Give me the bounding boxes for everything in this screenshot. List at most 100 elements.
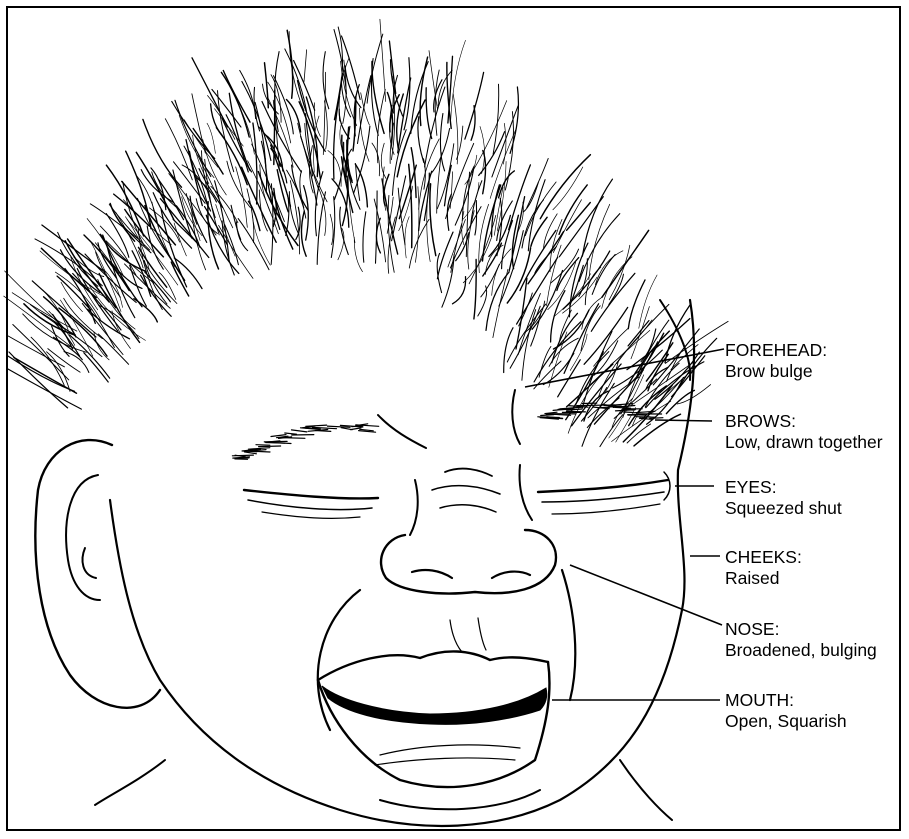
hair-stroke <box>677 385 710 404</box>
brow-stroke <box>615 407 630 408</box>
hair-stroke <box>84 353 108 382</box>
brow-stroke <box>633 411 655 413</box>
tongue-lines <box>375 745 520 765</box>
hair-stroke <box>354 237 362 271</box>
annotation-desc: Open, Squarish <box>725 711 847 732</box>
hair-stroke <box>376 191 378 263</box>
annotation-label: BROWS: <box>725 411 883 432</box>
hair-stroke <box>553 167 583 210</box>
hair-stroke <box>589 330 650 385</box>
hair-stroke <box>409 164 412 247</box>
right-eye-crease <box>542 492 664 502</box>
leader-lines <box>525 349 724 700</box>
hair-stroke <box>271 184 273 265</box>
hair-stroke <box>381 143 386 178</box>
hair-stroke <box>287 30 292 98</box>
hair-stroke <box>304 50 307 82</box>
hair-stroke <box>437 253 441 292</box>
annotation-label: MOUTH: <box>725 690 847 711</box>
hair-stroke <box>550 219 562 271</box>
brow-stroke <box>259 446 281 447</box>
hair-stroke <box>60 300 92 356</box>
hair-stroke <box>294 61 315 111</box>
hair-stroke <box>486 272 509 330</box>
annotation-desc: Squeezed shut <box>725 498 842 519</box>
hair-stroke <box>380 19 386 101</box>
brow-stroke <box>650 418 663 419</box>
hair-stroke <box>451 224 462 273</box>
hair-stroke <box>47 352 70 392</box>
hair-stroke <box>363 212 366 262</box>
annotation-nose: NOSE: Broadened, bulging <box>725 619 877 661</box>
annotation-eyes: EYES: Squeezed shut <box>725 477 842 519</box>
left-eye-crease-2 <box>262 512 360 518</box>
hair-stroke <box>631 307 649 359</box>
hair-stroke <box>612 399 632 428</box>
annotation-label: NOSE: <box>725 619 877 640</box>
hair-stroke <box>174 258 202 289</box>
nostril-left <box>412 570 452 578</box>
hair-stroke <box>274 90 275 164</box>
left-eye-lid <box>244 490 378 498</box>
neck-left <box>95 760 165 805</box>
hair-stroke <box>559 185 587 234</box>
hair-stroke <box>516 278 527 349</box>
hair-stroke <box>31 337 64 385</box>
hair-stroke <box>540 155 590 219</box>
philtrum-2 <box>478 618 486 650</box>
hair-stroke <box>621 342 658 414</box>
neck-right <box>620 760 672 820</box>
hair-stroke <box>265 63 269 108</box>
annotation-mouth: MOUTH: Open, Squarish <box>725 690 847 732</box>
hair-stroke <box>600 415 623 447</box>
nose-wrinkle-2 <box>432 486 500 494</box>
ear-fold <box>83 548 96 578</box>
hair-stroke <box>323 52 329 109</box>
hair-stroke <box>585 267 600 305</box>
hair-stroke <box>159 272 176 299</box>
hair-stroke <box>453 277 466 304</box>
hair-stroke <box>581 306 600 351</box>
hair-stroke <box>507 304 546 362</box>
brow-stroke <box>235 458 249 459</box>
brow-stroke <box>316 431 331 432</box>
hair-stroke <box>247 189 254 243</box>
brow-bulge-right <box>512 390 520 444</box>
hair-stroke <box>338 228 344 260</box>
hair-stroke <box>451 40 466 124</box>
hair-stroke <box>639 275 657 328</box>
hair-stroke <box>553 200 581 253</box>
annotation-label: FOREHEAD: <box>725 340 827 361</box>
hair-stroke <box>398 78 411 153</box>
brow-stroke <box>554 414 571 415</box>
annotation-forehead: FOREHEAD: Brow bulge <box>725 340 827 382</box>
hair-stroke <box>372 143 380 176</box>
hair-stroke <box>429 51 438 110</box>
ear-inner <box>66 475 100 600</box>
hair-stroke <box>405 217 409 258</box>
hair-stroke <box>453 94 458 164</box>
upper-lip <box>318 651 548 680</box>
hair-stroke <box>212 89 241 127</box>
brow-stroke <box>264 441 287 442</box>
hair-stroke <box>567 203 591 231</box>
annotation-brows: BROWS: Low, drawn together <box>725 411 883 453</box>
brow-stroke <box>285 433 297 434</box>
brow-stroke <box>306 425 327 426</box>
hair-stroke <box>525 182 556 236</box>
right-eye-lid <box>538 480 668 492</box>
left-eye-crease <box>248 500 372 510</box>
brow-stroke <box>640 417 650 418</box>
hair-stroke <box>430 184 436 256</box>
hair-stroke <box>340 207 349 254</box>
cheek-line-right <box>562 570 575 700</box>
brow-stroke <box>623 412 634 413</box>
hair-stroke <box>240 70 256 118</box>
hair-stroke <box>215 109 244 146</box>
hair-strokes <box>4 19 728 446</box>
hair-stroke <box>372 62 384 134</box>
annotation-cheeks: CHEEKS: Raised <box>725 547 802 589</box>
annotation-label: CHEEKS: <box>725 547 802 568</box>
philtrum-1 <box>450 620 462 652</box>
hair-stroke <box>483 151 486 194</box>
